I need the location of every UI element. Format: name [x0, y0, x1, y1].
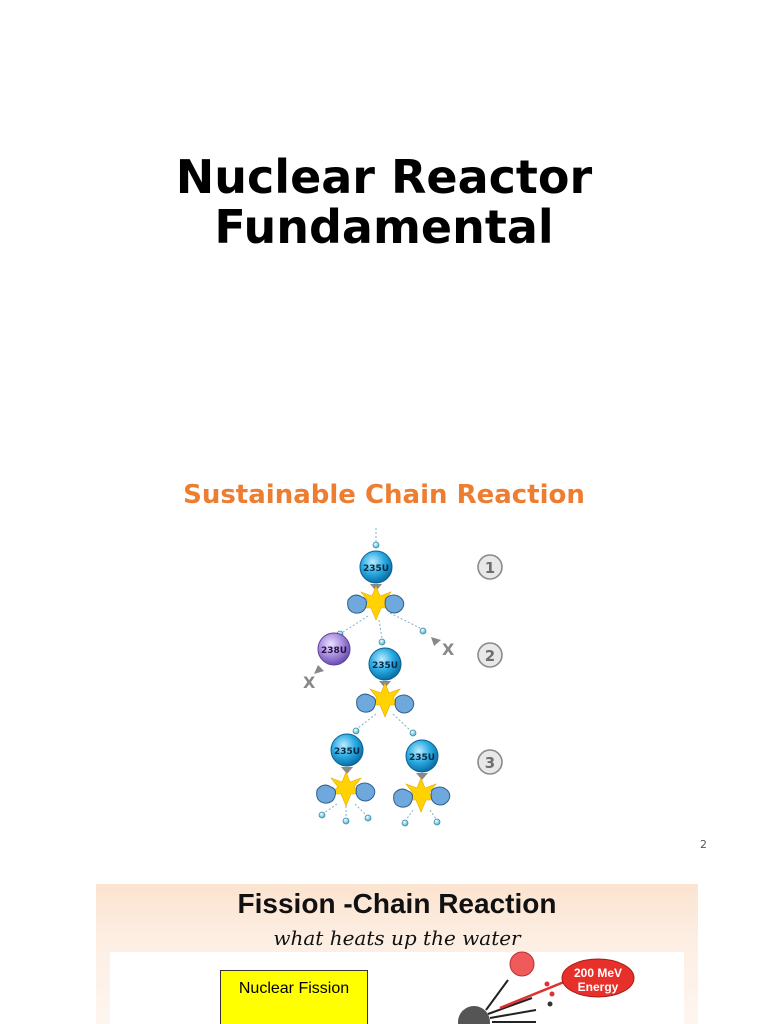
radiation-arrow	[489, 1009, 537, 1019]
step-badge-2: 2	[477, 642, 503, 668]
neutron	[372, 541, 380, 549]
nucleus-core	[458, 1006, 490, 1024]
neutron	[419, 627, 427, 635]
neutron	[378, 638, 386, 646]
fission-fragment	[430, 786, 451, 806]
energy-label: 200 MeV Energy	[566, 966, 630, 994]
next-slide-title: Fission -Chain Reaction	[237, 888, 557, 919]
nucleus-label: 235U	[363, 564, 389, 574]
uranium-235-nucleus	[368, 647, 402, 681]
step-badge-3: 3	[477, 749, 503, 775]
fission-fragment	[384, 594, 405, 614]
nuclear-fission-box: Nuclear Fission	[220, 970, 368, 1024]
arrow-icon	[314, 665, 324, 674]
step-badge-label: 3	[485, 754, 495, 772]
fission-fragment	[356, 693, 376, 713]
fission-product	[509, 951, 535, 977]
next-slide-preview: Fission -Chain Reaction what heats up th…	[96, 884, 698, 1024]
title-line-2: Fundamental	[214, 200, 554, 254]
neutron-path	[378, 619, 383, 639]
emitted-particle	[544, 981, 550, 987]
next-slide-subtitle: what heats up the water	[273, 926, 521, 950]
neutron-path	[354, 803, 367, 816]
neutron-path	[389, 612, 421, 629]
neutron	[364, 814, 372, 822]
neutron-path	[323, 803, 338, 814]
arrow-down-icon	[341, 767, 353, 774]
nucleus-label: 235U	[372, 661, 398, 671]
step-badge-label: 1	[485, 559, 495, 577]
step-badge-1: 1	[477, 554, 503, 580]
fission-fragment	[355, 782, 376, 802]
energy-burst	[561, 958, 635, 998]
neutron-path	[357, 713, 377, 729]
emitted-particle	[547, 1001, 553, 1007]
uranium-235-nucleus	[359, 550, 393, 584]
step-badge-label: 2	[485, 647, 495, 665]
arrow-down-icon	[416, 773, 428, 780]
neutron	[433, 818, 441, 826]
fission-flash	[403, 777, 439, 813]
fission-energy-illustration	[458, 951, 635, 1024]
fission-flash	[367, 682, 403, 718]
energy-label-line-2: Energy	[577, 980, 619, 994]
absorber-label: 238U	[321, 646, 347, 656]
chain-reaction-diagram: 235U X 238U X 235U 235U 235U	[303, 528, 503, 827]
neutron-path	[392, 713, 412, 732]
title-line-1: Nuclear Reactor	[175, 150, 593, 204]
slide-title: Nuclear Reactor Fundamental	[0, 152, 768, 252]
energy-arrow	[499, 980, 565, 1010]
fission-flash	[358, 585, 394, 621]
radiation-arrow	[487, 997, 533, 1015]
arrow-icon	[431, 637, 441, 646]
fission-fragment	[394, 694, 415, 714]
page-number: 2	[700, 838, 707, 851]
neutron-lost-marker: X	[303, 673, 316, 692]
neutron	[318, 811, 326, 819]
neutron-lost-marker: X	[442, 640, 455, 659]
uranium-238-nucleus	[317, 632, 351, 666]
energy-label-line-1: 200 MeV	[573, 966, 623, 980]
neutron-path	[405, 809, 414, 821]
nucleus-label: 235U	[409, 753, 435, 763]
neutron-path	[429, 809, 437, 820]
section-subtitle: Sustainable Chain Reaction	[183, 480, 585, 510]
radiation-arrow	[485, 979, 509, 1011]
neutron	[352, 727, 360, 735]
neutron	[342, 817, 350, 825]
fission-fragment	[347, 594, 367, 614]
neutron	[401, 819, 409, 827]
emitted-particle	[549, 991, 555, 997]
uranium-235-nucleus	[330, 733, 364, 767]
nucleus-label: 235U	[334, 747, 360, 757]
fission-fragment	[316, 784, 336, 804]
neutron-path	[342, 615, 369, 633]
neutron	[409, 729, 417, 737]
fission-fragment	[393, 788, 413, 808]
uranium-235-nucleus	[405, 739, 439, 773]
